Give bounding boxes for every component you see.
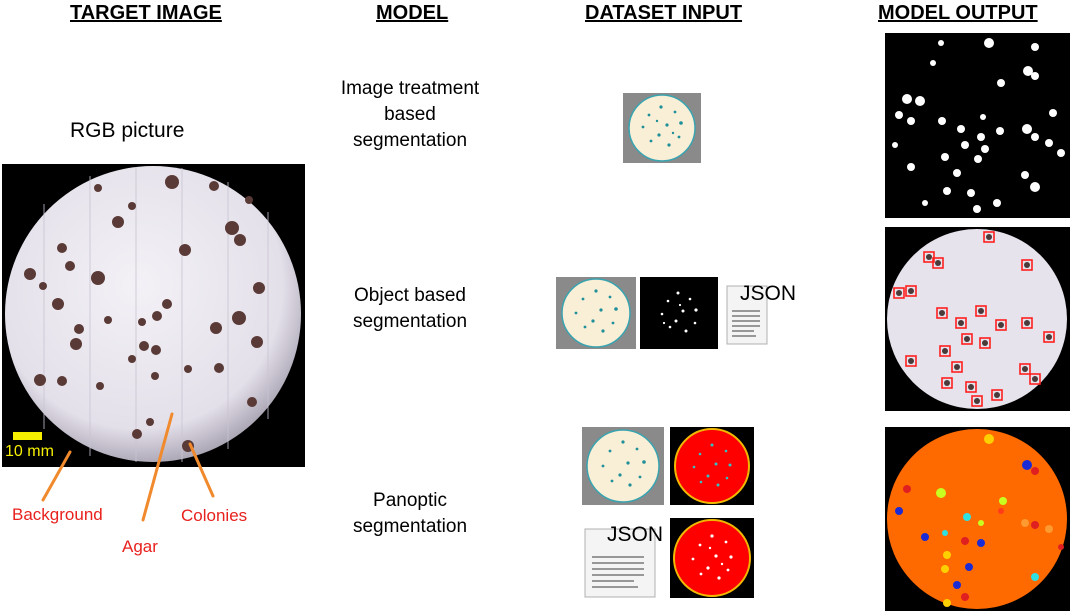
arrow-agar — [141, 412, 174, 522]
model-panoptic: Panoptic segmentation — [352, 490, 468, 537]
input-binary-mask-row2 — [640, 277, 718, 349]
label-background: Background — [12, 505, 103, 524]
input-plate-image-row3 — [582, 427, 664, 505]
arrow-background — [41, 450, 72, 502]
json-label-row2: JSON — [740, 282, 797, 305]
rgb-petri-dish-image — [2, 164, 305, 467]
header-target-image: TARGET IMAGE — [70, 2, 222, 24]
header-model-output: MODEL OUTPUT — [878, 2, 1038, 24]
label-colonies: Colonies — [181, 506, 248, 525]
input-red-mask-row3-top — [670, 427, 754, 505]
header-model: MODEL — [376, 2, 449, 24]
input-red-mask-row3-bottom — [670, 518, 754, 598]
scale-bar-label: 10 mm — [5, 443, 54, 460]
input-plate-image-row2 — [556, 277, 636, 349]
rgb-picture-caption: RGB picture — [70, 119, 185, 142]
header-dataset-input: DATASET INPUT — [585, 2, 743, 24]
json-file-icon-row3 — [584, 521, 658, 599]
output-bounding-boxes — [885, 227, 1070, 411]
arrow-colonies — [188, 442, 215, 498]
json-label-row3: JSON — [607, 523, 664, 546]
json-file-icon-row2 — [726, 285, 772, 347]
input-plate-image-row1 — [623, 93, 701, 163]
label-arrows — [41, 412, 215, 522]
label-agar: Agar — [122, 537, 158, 556]
output-binary-mask — [885, 33, 1070, 218]
output-panoptic-mask — [885, 427, 1070, 611]
model-object-based: Object based segmentation — [352, 285, 468, 332]
model-image-treatment: Image treatment based segmentation — [340, 78, 480, 151]
